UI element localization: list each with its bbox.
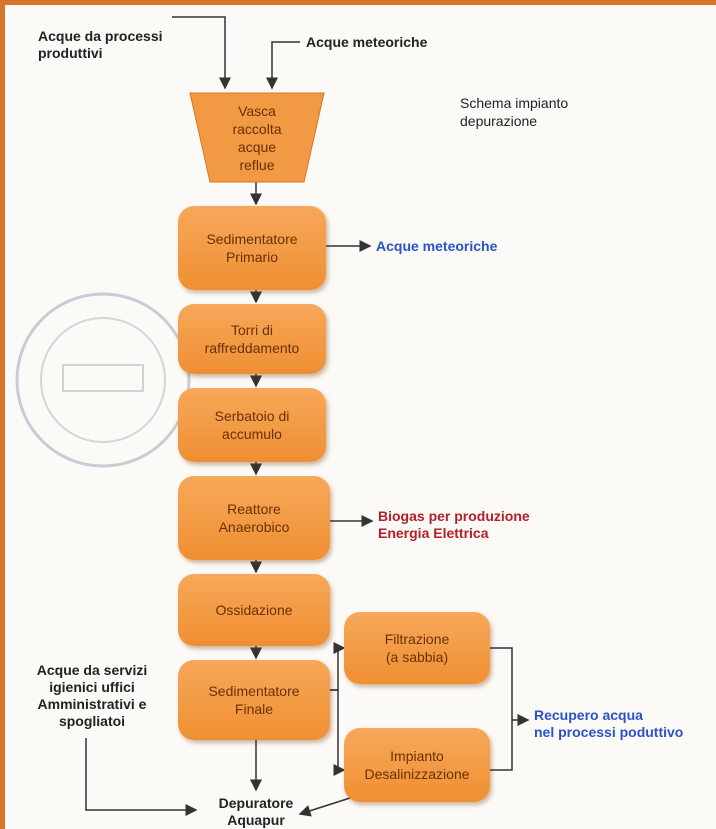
schema-title: Schema impianto depurazione xyxy=(460,95,569,129)
input-process-water-label: Acque da processi produttivi xyxy=(38,28,163,61)
storage-tank-box: Serbatoio di accumulo xyxy=(178,388,326,462)
collection-tank-label: Vasca raccolta acque reflue xyxy=(232,103,282,173)
biogas-output-label: Biogas per produzione Energia Elettrica xyxy=(378,508,530,541)
input-rain-water-label: Acque meteoriche xyxy=(306,34,428,50)
cooling-towers-box: Torri di raffreddamento xyxy=(178,304,326,374)
service-water-label: Acque da servizi igienici uffici Amminis… xyxy=(36,662,148,729)
faded-stamp-watermark xyxy=(15,292,191,468)
oxidation-box: Ossidazione xyxy=(178,574,330,646)
depurator-aquapur-label: Depuratore Aquapur xyxy=(218,795,294,828)
water-recovery-label: Recupero acqua nel processi poduttivo xyxy=(534,707,684,740)
final-settler-box: Sedimentatore Finale xyxy=(178,660,330,740)
collection-tank-shape xyxy=(189,92,325,183)
anaerobic-reactor-box: Reattore Anaerobico xyxy=(178,476,330,560)
output-rain-water-label: Acque meteoriche xyxy=(376,238,498,254)
filtration-box: Filtrazione (a sabbia) xyxy=(344,612,490,684)
desalination-box: Impianto Desalinizzazione xyxy=(344,728,490,802)
primary-settler-box: Sedimentatore Primario xyxy=(178,206,326,290)
